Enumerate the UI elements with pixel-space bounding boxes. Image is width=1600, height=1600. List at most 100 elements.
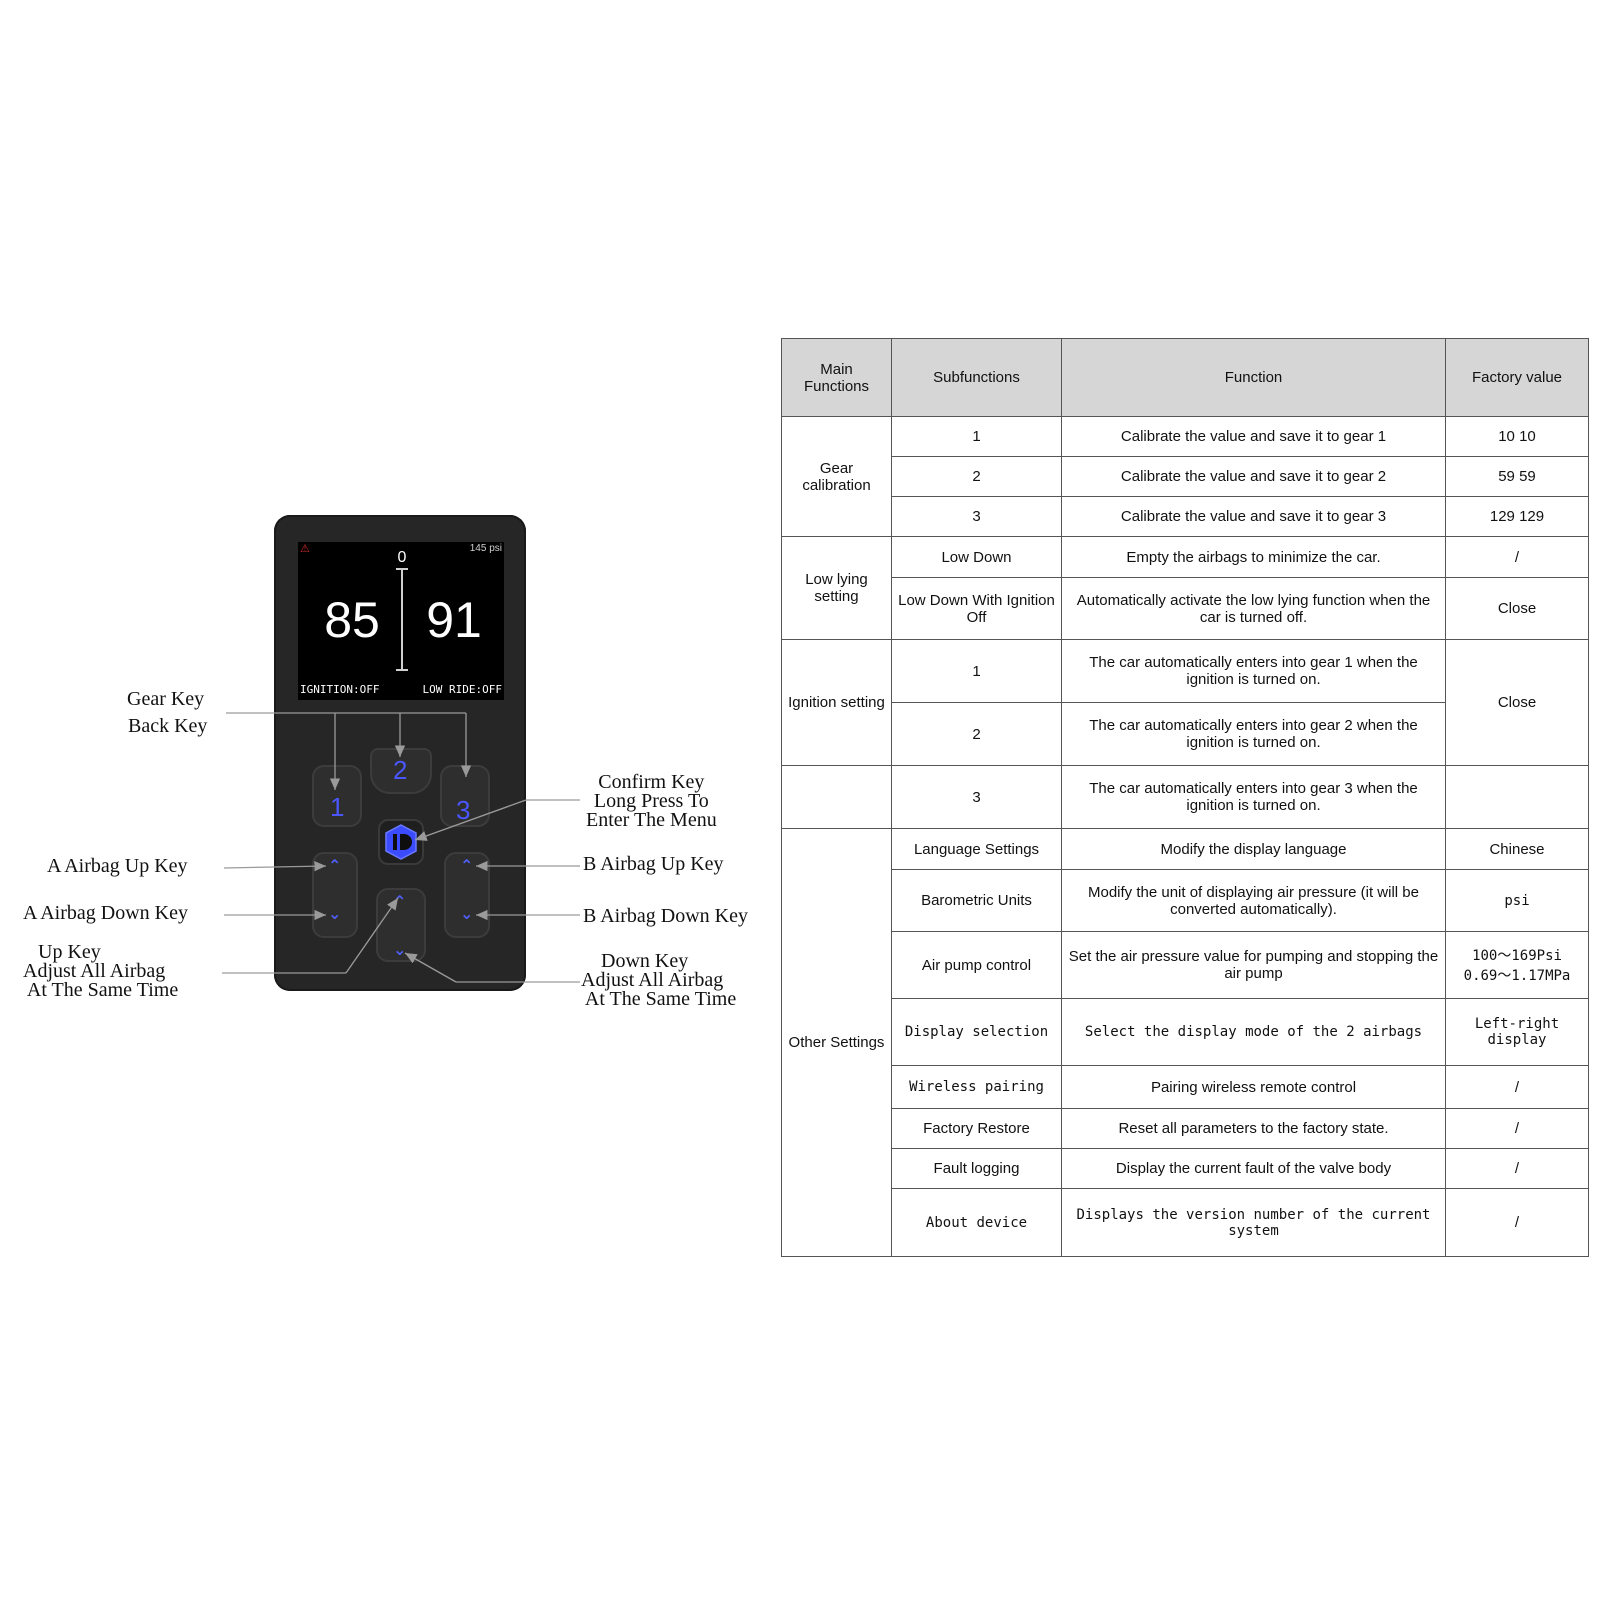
func-cell: Modify the display language [1061, 828, 1446, 870]
value-cell: Chinese [1445, 828, 1589, 870]
value-cell: 129 129 [1445, 496, 1589, 537]
confirm-key[interactable] [378, 819, 424, 865]
callout-a-down: A Airbag Down Key [23, 902, 188, 924]
scale-zero-label: 0 [397, 549, 407, 566]
sub-cell: Fault logging [891, 1148, 1062, 1189]
sub-cell: Wireless pairing [891, 1065, 1062, 1109]
func-cell: Modify the unit of displaying air pressu… [1061, 869, 1446, 932]
sub-cell: 1 [891, 416, 1062, 457]
func-cell: Set the air pressure value for pumping a… [1061, 931, 1446, 999]
value-cell: psi [1445, 869, 1589, 932]
scale-bar [401, 568, 403, 671]
logo-icon [385, 824, 417, 860]
table-row: Low Down With Ignition Off Automatically… [782, 577, 1589, 640]
sub-cell: 2 [891, 456, 1062, 497]
func-cell: Calibrate the value and save it to gear … [1061, 496, 1446, 537]
table-header-row: Main Functions Subfunctions Function Fac… [781, 338, 1589, 417]
value-cell: / [1445, 1108, 1589, 1149]
value-cell: / [1445, 1065, 1589, 1109]
sub-cell: 2 [891, 702, 1062, 766]
main-ignition: Ignition setting [781, 639, 892, 766]
table-row: 2 Calibrate the value and save it to gea… [782, 456, 1589, 497]
table-row: About device Displays the version number… [782, 1188, 1589, 1257]
value-cell: Close [1445, 639, 1589, 766]
func-cell: Calibrate the value and save it to gear … [1061, 416, 1446, 457]
sub-cell: About device [891, 1188, 1062, 1257]
main-empty-cell [781, 765, 892, 829]
a-airbag-down-key[interactable]: ⌄ [328, 904, 342, 923]
table-row: 2 The car automatically enters into gear… [782, 702, 1589, 766]
callout-a-up: A Airbag Up Key [47, 855, 188, 877]
main-low-lying: Low lying setting [781, 536, 892, 640]
header-subfunctions: Subfunctions [891, 338, 1062, 417]
callout-b-up: B Airbag Up Key [583, 853, 724, 875]
func-cell: Display the current fault of the valve b… [1061, 1148, 1446, 1189]
warning-triangle-icon: ⚠ [300, 542, 310, 555]
callout-gear-key: Gear Key [127, 688, 205, 710]
value-cell [1445, 765, 1589, 829]
table-row: Display selection Select the display mod… [782, 998, 1589, 1066]
sub-cell: 1 [891, 639, 1062, 703]
a-airbag-up-key[interactable]: ⌃ [328, 856, 342, 875]
value-cell: 10 10 [1445, 416, 1589, 457]
value-cell: / [1445, 536, 1589, 578]
func-cell: The car automatically enters into gear 3… [1061, 765, 1446, 829]
low-ride-status: LOW RIDE:OFF [422, 683, 502, 696]
b-airbag-down-key[interactable]: ⌄ [460, 904, 474, 923]
gear-1-label: 1 [330, 792, 345, 822]
header-main-functions: Main Functions [781, 338, 892, 417]
table-row: Wireless pairing Pairing wireless remote… [782, 1065, 1589, 1109]
airbag-b-reading: 91 [426, 592, 482, 648]
table-row: Factory Restore Reset all parameters to … [782, 1108, 1589, 1149]
value-cell: 59 59 [1445, 456, 1589, 497]
gear-3-label: 3 [456, 795, 471, 825]
table-row: Low lying setting Low Down Empty the air… [781, 536, 1589, 640]
airbag-a-reading: 85 [324, 592, 380, 648]
header-factory-value: Factory value [1445, 338, 1589, 417]
all-airbag-key-group [376, 888, 426, 962]
sub-cell: Language Settings [891, 828, 1062, 870]
func-cell: The car automatically enters into gear 2… [1061, 702, 1446, 766]
all-down-key[interactable]: ⌄ [393, 940, 407, 959]
scale-cap-top [396, 568, 408, 570]
func-cell: Pairing wireless remote control [1061, 1065, 1446, 1109]
func-cell: Select the display mode of the 2 airbags [1061, 998, 1446, 1066]
ignition-status: IGNITION:OFF [300, 683, 380, 696]
scale-cap-bottom [396, 669, 408, 671]
func-cell: Displays the version number of the curre… [1061, 1188, 1446, 1257]
table-row: 3 Calibrate the value and save it to gea… [782, 496, 1589, 537]
gear-2-label: 2 [393, 755, 408, 785]
header-function: Function [1061, 338, 1446, 417]
callout-b-down: B Airbag Down Key [583, 905, 748, 927]
main-other-settings: Other Settings [781, 828, 892, 1257]
func-cell: Calibrate the value and save it to gear … [1061, 456, 1446, 497]
sub-cell: 3 [891, 496, 1062, 537]
sub-cell: 3 [891, 765, 1062, 829]
sub-cell: Low Down With Ignition Off [891, 577, 1062, 640]
callout-down-key: Down Key Adjust All Airbag At The Same T… [581, 950, 737, 1010]
callout-confirm-key: Confirm Key Long Press To Enter The Menu [586, 771, 717, 831]
table-row: Fault logging Display the current fault … [782, 1148, 1589, 1189]
max-pressure-label: 145 psi [469, 543, 502, 554]
sub-cell: Barometric Units [891, 869, 1062, 932]
func-cell: The car automatically enters into gear 1… [1061, 639, 1446, 703]
table-row: Air pump control Set the air pressure va… [782, 931, 1589, 999]
function-table: Main Functions Subfunctions Function Fac… [781, 338, 1589, 1257]
table-row: Gear calibration 1 Calibrate the value a… [781, 416, 1589, 537]
sub-cell: Factory Restore [891, 1108, 1062, 1149]
b-airbag-up-key[interactable]: ⌃ [460, 856, 474, 875]
func-cell: Empty the airbags to minimize the car. [1061, 536, 1446, 578]
table-row: Other Settings Language Settings Modify … [781, 828, 1589, 1257]
value-cell: 100～169Psi 0.69～1.17MPa [1445, 931, 1589, 999]
sub-cell: Low Down [891, 536, 1062, 578]
value-cell: / [1445, 1188, 1589, 1257]
callout-up-key: Up Key Adjust All Airbag At The Same Tim… [23, 941, 179, 1001]
table-row: Barometric Units Modify the unit of disp… [782, 869, 1589, 932]
value-cell: Close [1445, 577, 1589, 640]
callout-back-key: Back Key [128, 715, 208, 737]
gear-1-key[interactable] [312, 765, 362, 827]
sub-cell: Display selection [891, 998, 1062, 1066]
value-cell: / [1445, 1148, 1589, 1189]
value-cell: Left-right display [1445, 998, 1589, 1066]
